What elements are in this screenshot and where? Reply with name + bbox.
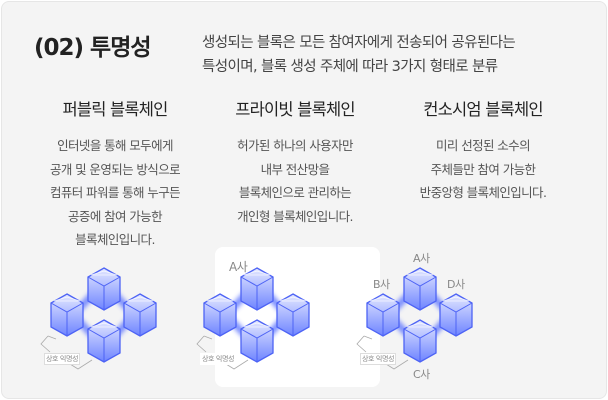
block-cube-icon — [366, 293, 400, 337]
intro-line: 생성되는 블록은 모든 참여자에게 전송되어 공유된다는 — [202, 35, 516, 51]
company-label-c: C사 — [413, 368, 430, 381]
block-cube-icon — [403, 267, 437, 311]
block-cube-icon — [403, 319, 437, 363]
desc-line: 미리 선정된 소수의 — [436, 138, 531, 153]
block-cube-icon — [240, 319, 274, 363]
column-description: 미리 선정된 소수의 주체들만 참여 가능한 반중앙형 블록체인입니다. — [388, 134, 578, 205]
desc-line: 블록체인입니다. — [75, 232, 155, 247]
desc-line: 내부 전산망을 — [260, 161, 330, 177]
block-cube-icon — [240, 267, 274, 311]
column-description: 허가된 하나의 사용자만 내부 전산망을 블록체인으로 관리하는 개인형 블록체… — [200, 134, 390, 228]
desc-line: 반중앙형 블록체인입니다. — [419, 185, 547, 200]
column-private: 프라이빗 블록체인 허가된 하나의 사용자만 내부 전산망을 블록체인으로 관리… — [200, 96, 390, 228]
block-cube-icon — [50, 293, 84, 337]
column-title: 컨소시엄 블록체인 — [423, 100, 543, 119]
intro-line: 특성이며, 블록 생성 주체에 따라 3가지 형태로 분류 — [202, 59, 498, 75]
section-title: (02) 투명성 — [34, 35, 152, 61]
company-label-b: B사 — [373, 278, 390, 291]
company-label-a: A사 — [413, 252, 430, 265]
block-cube-icon — [276, 293, 310, 337]
column-description: 인터넷을 통해 모두에게 공개 및 운영되는 방식으로 컴퓨터 파워를 통해 누… — [20, 134, 210, 252]
desc-line: 인터넷을 통해 모두에게 — [57, 138, 173, 153]
desc-line: 주체들만 참여 가능한 — [430, 161, 536, 177]
desc-line: 공개 및 운영되는 방식으로 — [49, 161, 181, 177]
company-label-d: D사 — [447, 278, 465, 291]
column-public: 퍼블릭 블록체인 인터넷을 통해 모두에게 공개 및 운영되는 방식으로 컴퓨터… — [20, 96, 210, 252]
desc-line: 블록체인으로 관리하는 — [238, 185, 352, 200]
anonymity-arrows — [40, 335, 409, 370]
column-title: 퍼블릭 블록체인 — [62, 100, 168, 119]
anonymity-caption: 상호 익명성 — [360, 353, 397, 365]
desc-line: 공증에 참여 가능한 — [68, 208, 163, 224]
block-cube-icon — [123, 293, 157, 337]
desc-line: 개인형 블록체인입니다. — [237, 208, 353, 224]
column-consortium: 컨소시엄 블록체인 미리 선정된 소수의 주체들만 참여 가능한 반중앙형 블록… — [388, 96, 578, 205]
desc-line: 허가된 하나의 사용자만 — [237, 138, 353, 153]
block-cube-icon — [439, 293, 473, 337]
company-label-a: A사 — [229, 260, 248, 274]
block-cube-icon — [203, 293, 237, 337]
column-title: 프라이빗 블록체인 — [235, 100, 355, 119]
block-cube-icon — [87, 319, 121, 363]
anonymity-caption: 상호 익명성 — [44, 353, 81, 365]
desc-line: 컴퓨터 파워를 통해 누구든 — [49, 185, 181, 200]
block-cube-icon — [87, 267, 121, 311]
anonymity-caption: 상호 익명성 — [200, 353, 237, 365]
section-intro: 생성되는 블록은 모든 참여자에게 전송되어 공유된다는 특성이며, 블록 생성… — [202, 31, 602, 79]
